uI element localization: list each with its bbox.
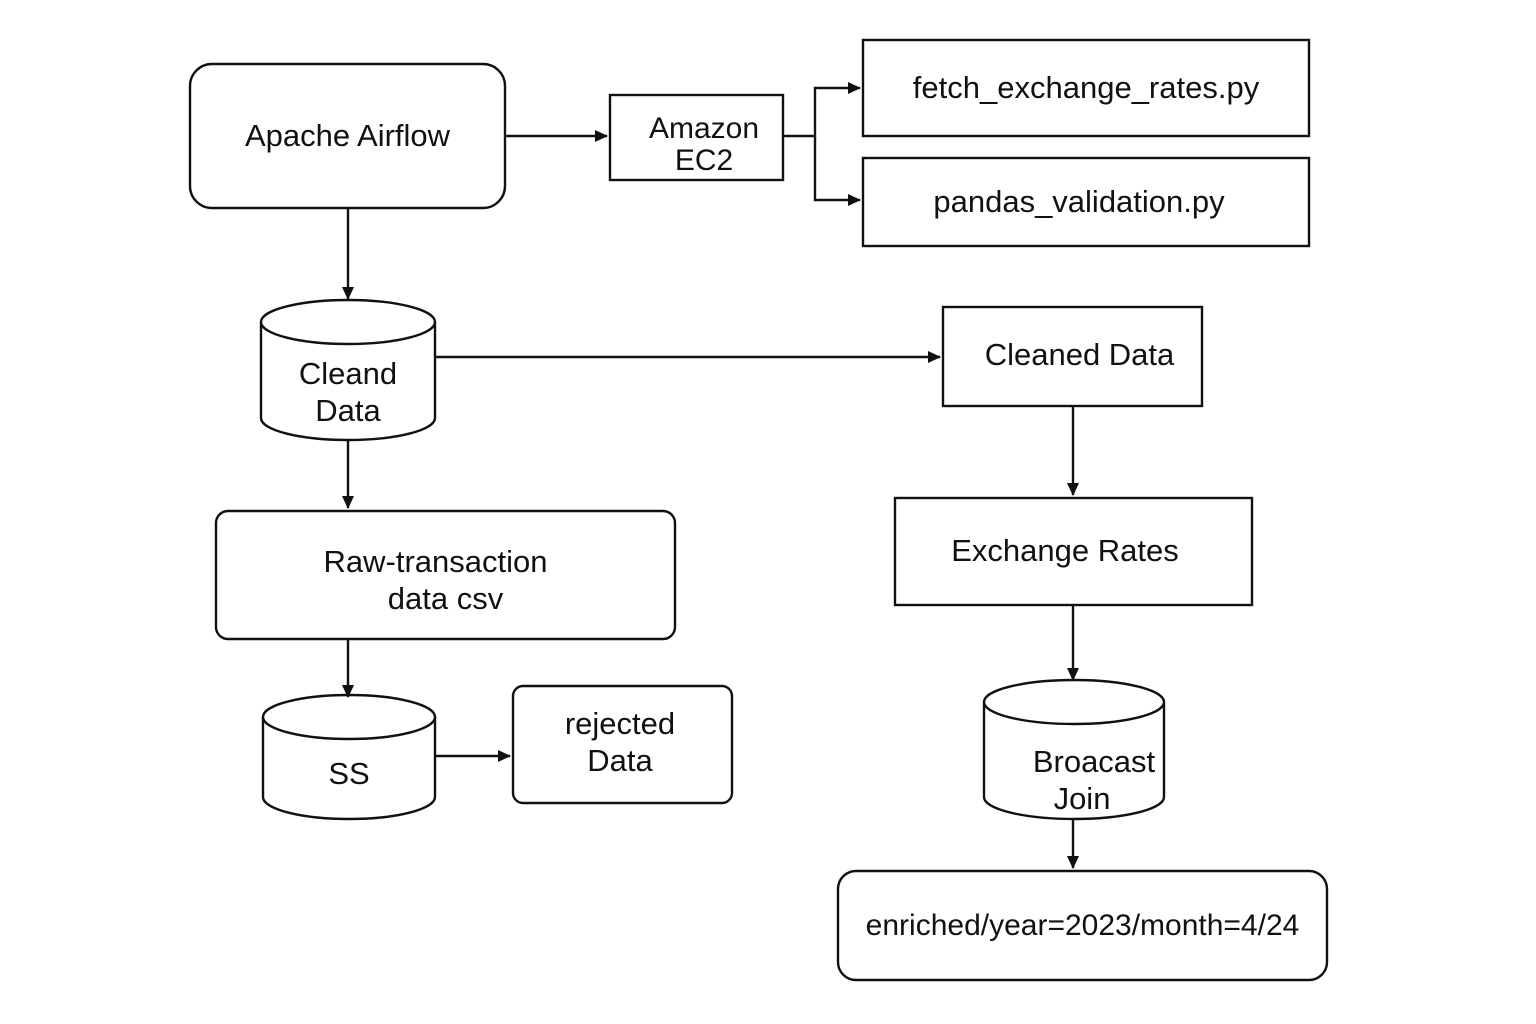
enriched-label-text: enriched/year=2023/month=4/24 (865, 908, 1300, 942)
exchange-rates-label: Exchange Rates (895, 500, 1235, 603)
cleand-data-line2: Data (315, 393, 381, 428)
raw-transaction-label: Raw-transaction data csv (216, 540, 675, 622)
rejected-data-box (511, 684, 734, 805)
fetch-label-text: fetch_exchange_rates.py (912, 69, 1260, 105)
ec2-box (608, 93, 785, 182)
ec2-label-line1: Amazon (648, 111, 760, 145)
ec2-label: Amazon EC2 (610, 109, 798, 181)
fetch-box (861, 38, 1311, 138)
rejected-data-line1: rejected (564, 706, 676, 742)
exchange-rates-text: Exchange Rates (951, 533, 1179, 569)
connector-ec2-to-pandas (813, 136, 861, 206)
broadcast-join-label: Broacast Join (1010, 740, 1178, 822)
cleand-data-line1: Cleand (298, 356, 398, 392)
connector-ec2-branch (783, 82, 861, 138)
broadcast-join-cylinder (982, 678, 1166, 821)
airflow-label-text: Apache Airflow (244, 117, 451, 153)
cleand-data-label: Cleand Data (261, 352, 435, 434)
raw-transaction-box (214, 509, 677, 641)
rejected-data-label: rejected Data (513, 702, 727, 784)
raw-transaction-line1: Raw-transaction (323, 544, 548, 580)
rejected-data-line2: Data (587, 743, 653, 778)
cleaned-data-label: Cleaned Data (943, 307, 1216, 403)
broadcast-join-line1: Broacast (1032, 744, 1156, 780)
ss-cylinder (261, 693, 437, 821)
broadcast-join-line2: Join (1053, 781, 1111, 816)
ss-label-text: SS (328, 755, 370, 791)
enriched-box (836, 869, 1329, 982)
pandas-box (861, 156, 1311, 248)
cleaned-data-text: Cleaned Data (984, 336, 1175, 372)
pandas-label: pandas_validation.py (863, 158, 1295, 246)
airflow-label: Apache Airflow (190, 64, 505, 208)
ec2-label-line2: EC2 (674, 144, 734, 177)
ss-label: SS (263, 738, 435, 810)
raw-transaction-line2: data csv (387, 581, 504, 616)
exchange-rates-box (893, 496, 1254, 607)
pandas-label-text: pandas_validation.py (933, 183, 1225, 219)
fetch-label: fetch_exchange_rates.py (863, 40, 1309, 136)
cleand-data-cylinder (259, 298, 437, 442)
enriched-label: enriched/year=2023/month=4/24 (838, 871, 1327, 980)
